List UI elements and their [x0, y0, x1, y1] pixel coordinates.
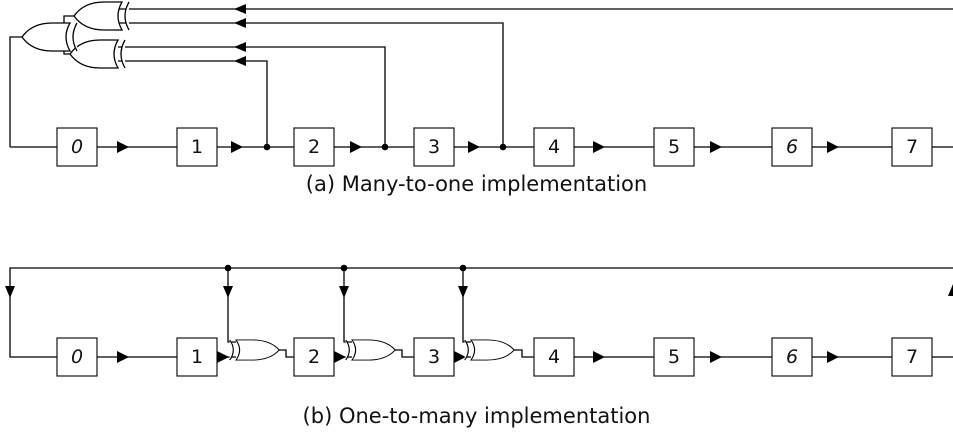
- register-a-4: [533, 127, 575, 167]
- register-b-2-label: 2: [308, 346, 320, 368]
- register-b-4: [533, 337, 575, 377]
- xor-gate-a-top: [73, 1, 130, 31]
- register-b-6-label: 6: [786, 346, 798, 368]
- register-a-6: [771, 127, 813, 167]
- arrow-a-0-1: [117, 141, 129, 153]
- arrow-b-fb-right: [948, 284, 953, 296]
- register-a-3: [413, 127, 455, 167]
- register-b-2: [293, 337, 335, 377]
- register-b-3: [413, 337, 455, 377]
- register-a-2: [293, 127, 335, 167]
- arrow-b-5-6: [710, 351, 722, 363]
- arrow-b-fb-1: [223, 286, 233, 298]
- diagram-a-shift-wires: [9, 36, 953, 148]
- diagram-b: 0 1 2 3 4 5 6 7: [5, 264, 953, 377]
- register-a-0: [56, 127, 98, 167]
- diagram-b-shift-wires: [97, 349, 953, 358]
- arrow-a-1-2: [231, 141, 243, 153]
- register-b-7-label: 7: [906, 346, 918, 368]
- caption-many-to-one: (a) Many-to-one implementation: [305, 172, 648, 196]
- arrow-b-3-xor: [454, 351, 466, 363]
- arrow-a-fb-7: [234, 4, 246, 14]
- arrow-b-4-5: [593, 351, 605, 363]
- arrow-b-fb-0: [5, 286, 15, 298]
- diagram-a-registers: 0 1 2 3 4 5 6 7: [56, 127, 933, 167]
- xor-gate-a-output: [21, 22, 78, 52]
- arrow-a-6-7: [827, 141, 839, 153]
- xor-gate-b-1: [229, 339, 280, 361]
- caption-one-to-many: (b) One-to-many implementation: [302, 404, 651, 428]
- register-b-7: [891, 337, 933, 377]
- arrow-b-1-xor: [217, 351, 229, 363]
- arrow-b-fb-3: [458, 286, 468, 298]
- register-b-1: [176, 337, 218, 377]
- arrow-a-4-5: [593, 141, 605, 153]
- arrow-a-2-3: [350, 141, 362, 153]
- arrow-b-6-7: [827, 351, 839, 363]
- diagram-a-shift-arrows: [117, 141, 839, 153]
- register-b-6: [771, 337, 813, 377]
- register-a-2-label: 2: [308, 136, 320, 158]
- xor-gate-b-3: [464, 339, 515, 361]
- register-a-1: [176, 127, 218, 167]
- tap-dot-b-2: [340, 264, 348, 272]
- diagram-b-registers: 0 1 2 3 4 5 6 7: [56, 337, 933, 377]
- register-a-0-label: 0: [71, 136, 83, 158]
- xor-gate-b-2: [345, 339, 396, 361]
- tap-dot-b-3: [459, 264, 467, 272]
- arrow-b-2-xor: [334, 351, 346, 363]
- register-a-7-label: 7: [906, 136, 918, 158]
- register-a-3-label: 3: [428, 136, 440, 158]
- arrow-b-0-1: [117, 351, 129, 363]
- register-b-5-label: 5: [668, 346, 680, 368]
- arrow-b-fb-2: [339, 286, 349, 298]
- register-a-4-label: 4: [548, 136, 560, 158]
- register-a-5-label: 5: [668, 136, 680, 158]
- register-a-6-label: 6: [786, 136, 798, 158]
- arrow-a-3-4: [468, 141, 480, 153]
- diagram-a-feedback-wires: [60, 8, 953, 147]
- register-b-0: [56, 337, 98, 377]
- xor-gate-a-bottom: [69, 39, 126, 69]
- diagram-a: 0 1 2 3 4 5 6 7: [9, 1, 953, 167]
- register-b-3-label: 3: [428, 346, 440, 368]
- arrow-a-fb-3: [234, 18, 246, 28]
- register-b-4-label: 4: [548, 346, 560, 368]
- arrow-a-fb-2: [234, 42, 246, 52]
- register-a-5: [653, 127, 695, 167]
- register-b-5: [653, 337, 695, 377]
- tap-dot-b-1: [224, 264, 232, 272]
- register-b-0-label: 0: [71, 346, 83, 368]
- register-a-7: [891, 127, 933, 167]
- arrow-a-5-6: [710, 141, 722, 153]
- register-a-1-label: 1: [191, 136, 203, 158]
- arrow-a-fb-1: [234, 56, 246, 66]
- register-b-1-label: 1: [191, 346, 203, 368]
